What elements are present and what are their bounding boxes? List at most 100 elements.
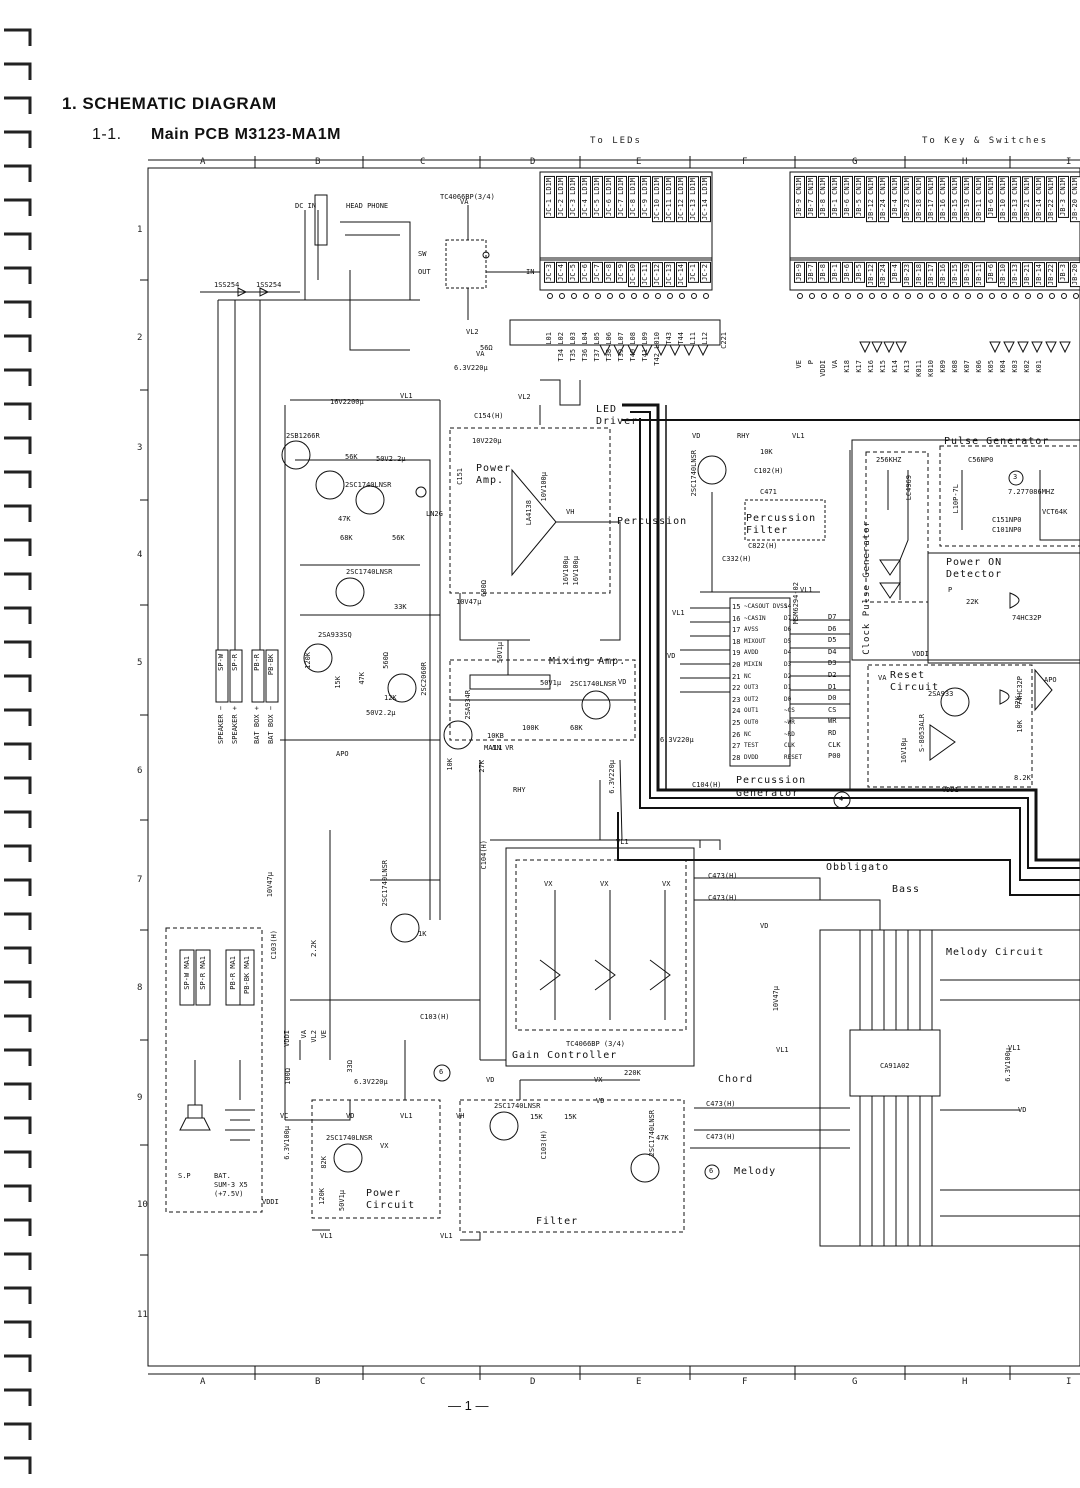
l10p-label: L10P-7L — [952, 484, 960, 514]
t6-label: 2SC2060R — [420, 662, 428, 696]
key-diode — [989, 341, 1001, 354]
melody-label: Melody — [734, 1166, 777, 1177]
bus-line-label: D7 — [828, 613, 837, 621]
chord-label: Chord — [718, 1074, 754, 1085]
connector-pin-dot — [869, 293, 875, 299]
binding-hole — [4, 674, 32, 692]
apo-label-a: APO — [336, 750, 349, 758]
vl1-label-c: VL1 — [800, 586, 813, 594]
s8053-label: S-8053ALR — [918, 714, 926, 752]
key-connector-pin: JB-6 CN1M — [986, 176, 997, 218]
speaker-connector-label: SP-R — [231, 654, 239, 671]
vd-label-a: VD — [692, 432, 701, 440]
r-10k-a: 10K — [446, 758, 454, 771]
c-50v22a: 50V2.2μ — [376, 455, 406, 463]
vd-label-b: VD — [667, 652, 676, 660]
led-diode — [613, 344, 625, 357]
vd-label-d: VD — [486, 1076, 495, 1084]
key-connector-pin: JB-1 — [830, 262, 841, 283]
connector-pin-dot — [1037, 293, 1043, 299]
vl1-label-e: VL1 — [490, 744, 503, 752]
msm-pin-left: AVSS — [744, 626, 759, 634]
power-on-detector-label: Power ON Detector — [946, 557, 1003, 580]
grid-column-label-bottom: I — [1066, 1377, 1072, 1387]
key-connector-pin: JB-23 CN1M — [902, 176, 913, 223]
reset-circuit-label: Reset Circuit — [890, 670, 940, 693]
r-15k-a: 15K — [334, 676, 342, 689]
bus-line-label: D5 — [828, 636, 837, 645]
r-27k: 27K — [478, 760, 486, 773]
diagram-frame — [147, 167, 1080, 1367]
msm-pin-left: OUT1 — [744, 707, 759, 715]
c102-label: C102(H) — [754, 467, 784, 475]
key-line-label: K13 — [903, 360, 911, 373]
key-line-label: K14 — [891, 360, 899, 373]
va-label-c: VA — [878, 674, 887, 682]
vddi-label-b: VDDI — [912, 650, 929, 658]
led-diode — [599, 344, 611, 357]
c332-label: C332(H) — [722, 555, 752, 563]
key-connector-pin: JB-18 — [914, 262, 925, 288]
led-line-label: T36 L04 — [581, 332, 589, 362]
binding-hole — [4, 1184, 32, 1202]
binding-hole — [4, 1320, 32, 1338]
key-line-label: K07 — [963, 360, 971, 373]
r-56k-b: 56K — [392, 534, 405, 542]
binding-hole — [4, 28, 32, 46]
connector-pin-dot — [929, 293, 935, 299]
main-vr-label: MAIN VR — [484, 744, 514, 752]
binding-hole — [4, 640, 32, 658]
binding-hole — [4, 708, 32, 726]
c151np0-label: C151NP0 — [992, 516, 1022, 524]
vl2-label-b: VL2 — [518, 393, 531, 401]
r-82k: 82K — [1014, 696, 1022, 709]
rhy-label-b: RHY — [513, 786, 526, 794]
key-connector-pin: JB-4 CN1M — [890, 176, 901, 218]
led-connector-pin: JC-9 LD1M — [640, 176, 651, 218]
led-connector-pin: JC-13 — [664, 262, 675, 288]
connector-pin-dot — [607, 293, 613, 299]
power-amp-symbol — [511, 468, 557, 577]
led-connector-pin: JC-14 — [676, 262, 687, 288]
to-keys-label: To Key & Switches — [922, 136, 1049, 146]
key-connector-pin: JB-24 CN1M — [878, 176, 889, 223]
binding-hole — [4, 62, 32, 80]
r-1k-a: 1K — [418, 930, 427, 938]
key-connector-pin: JB-20 — [1070, 262, 1080, 288]
binding-hole — [4, 1252, 32, 1270]
led-connector-pin: JC-4 — [556, 262, 567, 283]
bus-line-label: CLK — [828, 740, 841, 749]
key-connector-pin: JB-20 CN1M — [1070, 176, 1080, 223]
c103-label-b: C103(H) — [420, 1013, 450, 1021]
key-line-label: K15 — [879, 360, 887, 373]
msm-pin-number: 16 — [732, 614, 741, 623]
c473-label-a: C473(H) — [708, 872, 738, 880]
apo-label-b: APO — [1044, 676, 1057, 684]
key-connector-pin: JB-10 CN1M — [998, 176, 1009, 223]
power-circuit-box — [311, 1099, 441, 1219]
key-connector-pin: JB-16 — [938, 262, 949, 288]
led-connector-block — [539, 171, 713, 261]
vx-label-e: VX — [380, 1142, 389, 1150]
led-line-label: T43 — [665, 332, 673, 345]
led-diode — [683, 344, 695, 357]
r-10k-c: 10K — [1016, 720, 1024, 733]
p-label: P — [948, 586, 953, 594]
bus-line-label: D3 — [828, 659, 837, 668]
msm-pin-left: NC — [744, 672, 752, 680]
bus-line-label: RD — [828, 729, 837, 737]
msm-pin-number: 22 — [732, 684, 741, 693]
gain-controller-label: Gain Controller — [512, 1050, 618, 1061]
key-connector-pin: JB-24 — [878, 262, 889, 288]
vddi-label-a: VDDI — [942, 786, 959, 794]
grid-column-label-top: F — [742, 157, 748, 167]
led-connector-pin: JC-14 LD1M — [700, 176, 711, 223]
binding-hole — [4, 1150, 32, 1168]
grid-column-label-bottom: D — [530, 1377, 536, 1387]
r-15k-c: 15K — [564, 1113, 577, 1121]
c103-label-c: C103(H) — [540, 1130, 548, 1160]
led-connector-pin: JC-2 LD1M — [556, 176, 567, 218]
vl1-label-i: VL1 — [440, 1232, 453, 1240]
r-56-label: 56Ω — [480, 344, 493, 352]
key-connector-pin: JB-19 CN1M — [962, 176, 973, 223]
